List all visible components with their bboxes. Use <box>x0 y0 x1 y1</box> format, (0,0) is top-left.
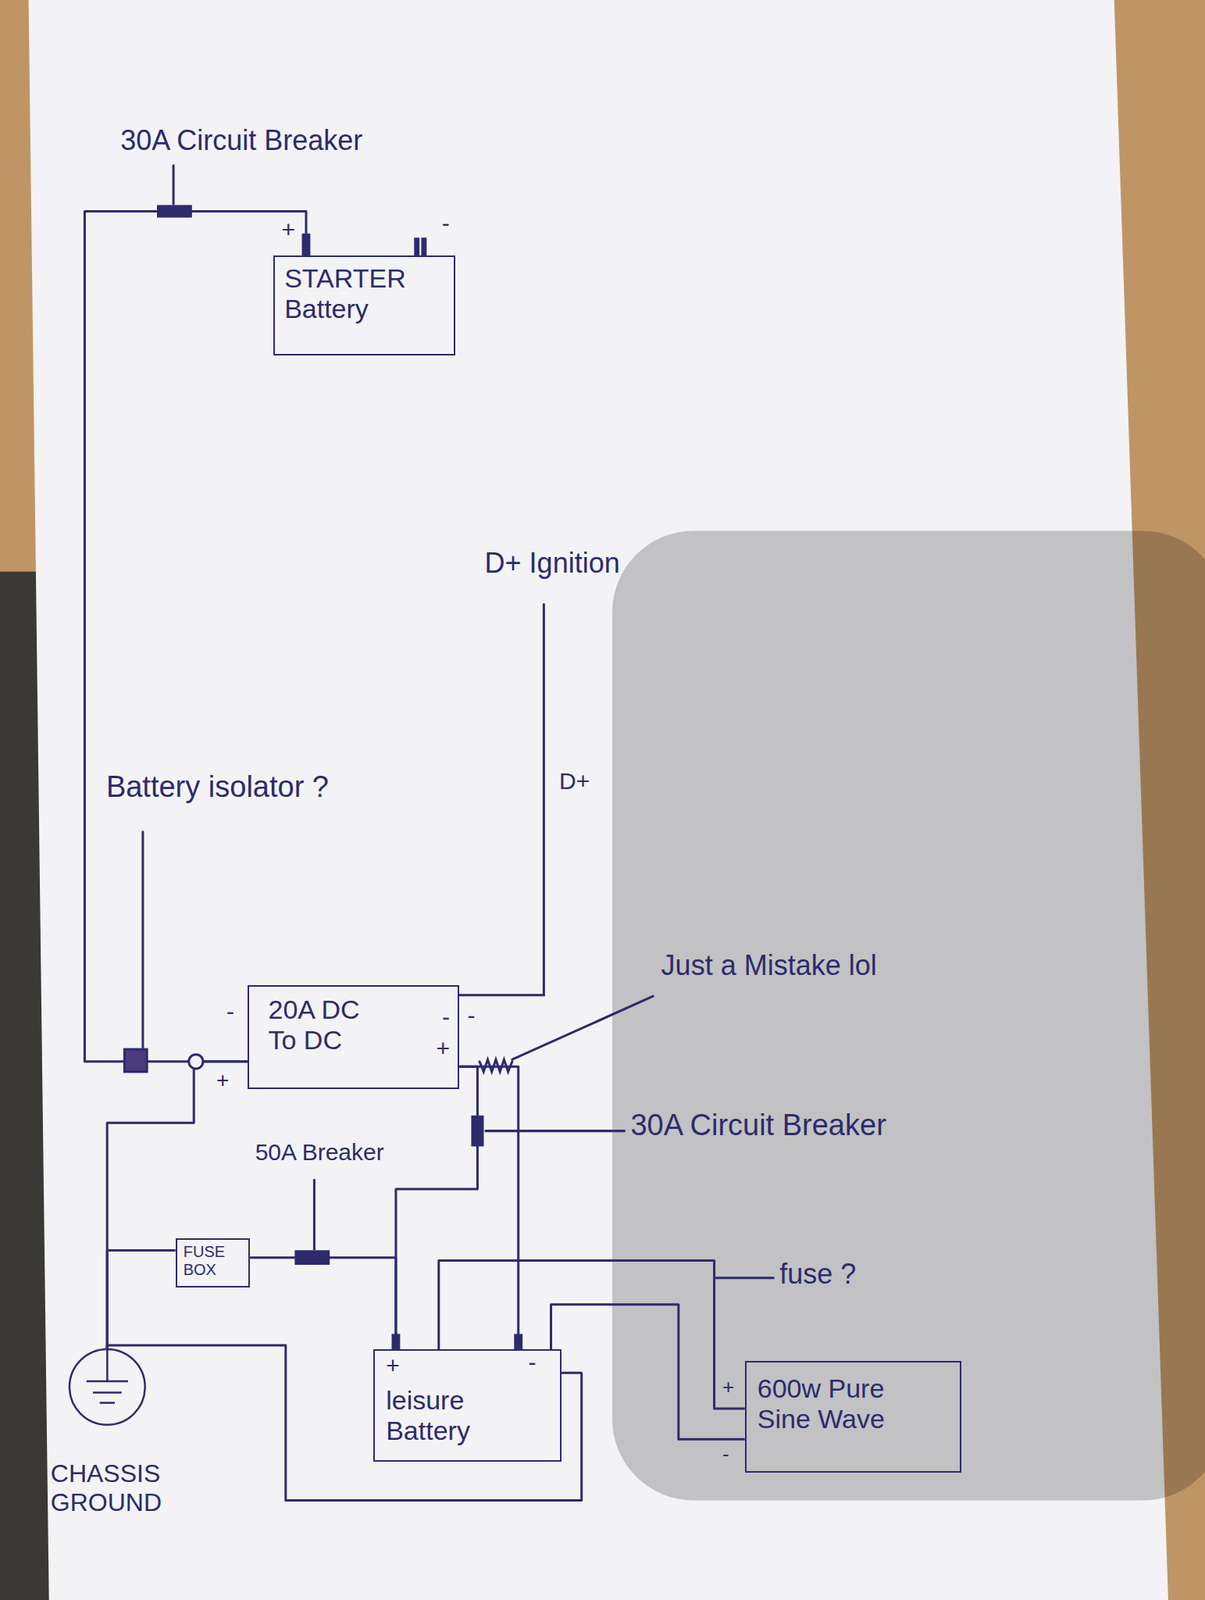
terminal-sign: - <box>722 1442 730 1466</box>
terminal-ring <box>188 1054 204 1069</box>
circuit-breaker <box>158 206 192 217</box>
part-label: Battery isolator ? <box>106 770 329 805</box>
leader-line <box>172 165 175 205</box>
circuit-breaker <box>472 1115 483 1145</box>
battery-terminal <box>515 1334 522 1349</box>
terminal-sign: + <box>435 1034 450 1063</box>
ground-bar <box>92 1391 122 1394</box>
ground-symbol <box>67 1346 148 1427</box>
breaker-label: 30A Circuit Breaker <box>120 124 363 157</box>
fuse-box: FUSE BOX <box>175 1237 250 1287</box>
inverter-box: 600w Pure Sine Wave <box>745 1360 962 1473</box>
node-label: leisure Battery <box>385 1384 511 1446</box>
battery-box: + -leisure Battery <box>373 1348 561 1462</box>
node-label: FUSE BOX <box>183 1242 239 1279</box>
wire <box>438 1260 746 1409</box>
wire <box>395 1065 478 1349</box>
note: Just a Mistake lol <box>661 948 878 981</box>
ground-node: CHASSIS GROUND <box>46 1348 240 1523</box>
breaker-label: 30A Circuit Breaker <box>630 1108 886 1143</box>
terminal-sign: + <box>385 1351 400 1380</box>
terminal-sign: - <box>528 1348 537 1377</box>
wire <box>459 1065 519 1349</box>
ground-circle <box>69 1348 146 1425</box>
battery-terminal <box>415 238 419 256</box>
note: fuse ? <box>779 1257 856 1290</box>
battery-isolator <box>124 1048 147 1072</box>
hand-shadow <box>612 530 1205 1500</box>
battery-terminal <box>392 1334 400 1349</box>
battery-box: STARTER Battery <box>273 255 456 356</box>
wire <box>106 1061 248 1349</box>
battery-terminal <box>303 234 310 255</box>
converter-box: 20A DC To DC - + <box>247 984 459 1089</box>
parts-group <box>124 165 774 1350</box>
node-label: 20A DC To DC <box>267 994 386 1056</box>
leader-line <box>313 1179 316 1249</box>
terminal-sign: + <box>722 1375 735 1399</box>
circuit-breaker <box>295 1251 329 1264</box>
ground-bar <box>86 1379 129 1383</box>
terminal-sign: + <box>281 216 296 244</box>
terminal-sign: - <box>226 998 235 1026</box>
wire <box>106 1344 582 1501</box>
node-label: STARTER Battery <box>284 263 441 325</box>
wire <box>551 1304 746 1439</box>
node-label: CHASSIS GROUND <box>50 1458 192 1517</box>
ground-bar <box>99 1401 115 1405</box>
terminal-sign: - <box>467 1001 475 1030</box>
leader-line <box>716 1276 774 1279</box>
leader-line <box>485 1129 625 1132</box>
battery-terminal <box>422 238 426 256</box>
terminal-sign: - <box>442 210 450 238</box>
terminal-sign: + <box>216 1067 229 1093</box>
ground-symbol-group <box>69 1348 146 1425</box>
wire <box>106 1249 176 1349</box>
breaker-label: 50A Breaker <box>255 1138 385 1166</box>
d-plus-wire <box>459 603 544 995</box>
node-label: 600w Pure Sine Wave <box>757 1372 922 1434</box>
wire <box>249 1257 396 1350</box>
scribble <box>479 1058 513 1072</box>
signal-label: D+ <box>559 767 590 796</box>
leader-line <box>141 831 144 1048</box>
ground-stem <box>106 1348 109 1381</box>
leader-line <box>512 995 653 1059</box>
signal-label: D+ Ignition <box>484 546 621 579</box>
terminal-sign: - <box>442 1003 450 1031</box>
